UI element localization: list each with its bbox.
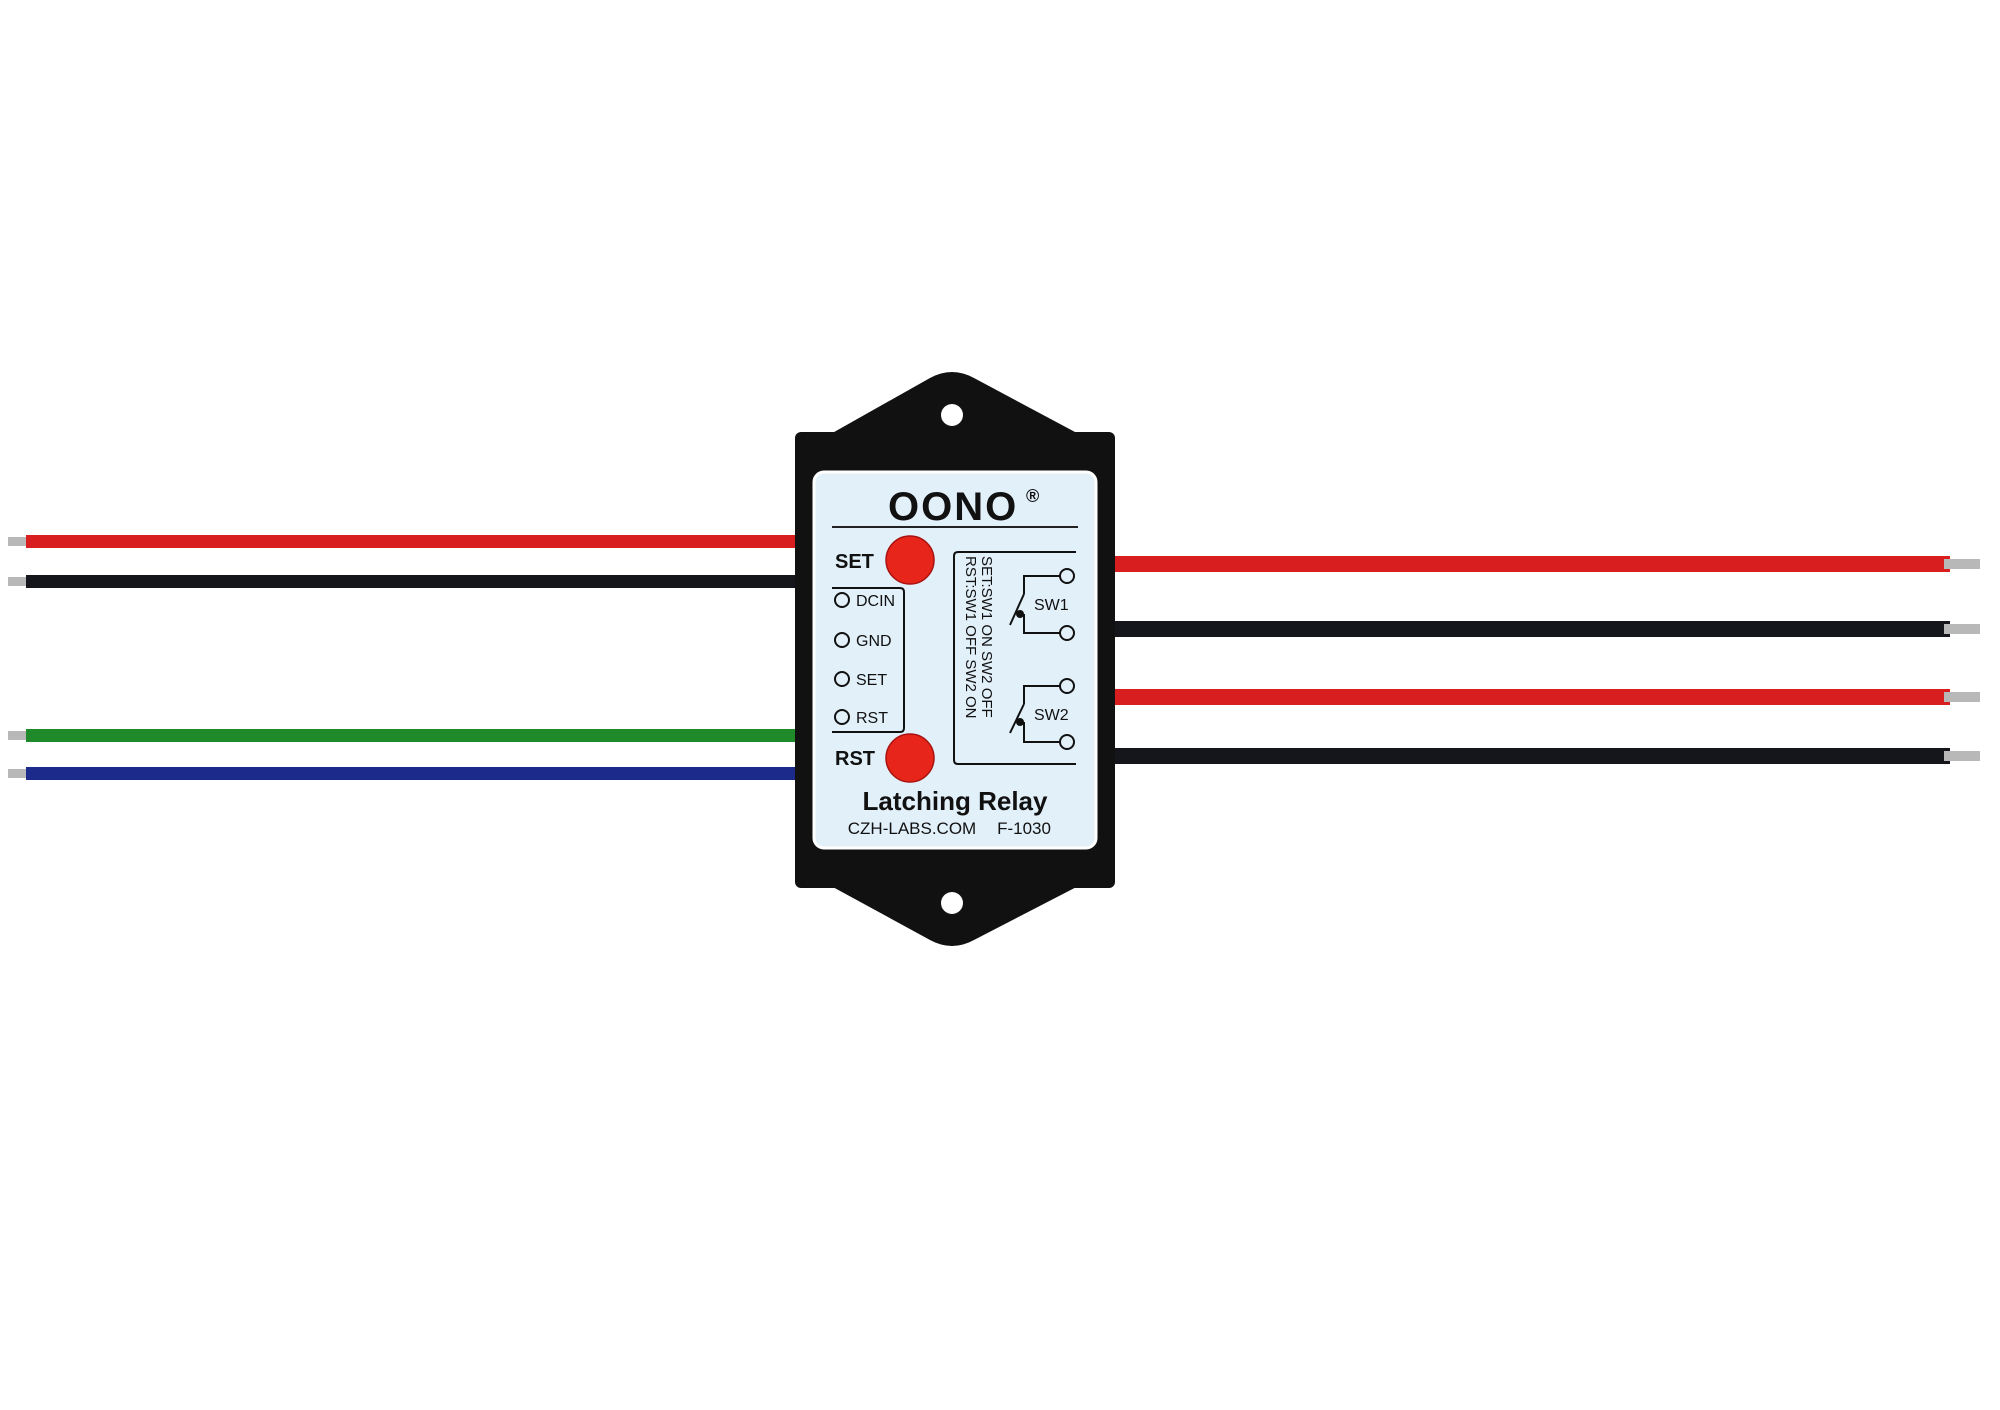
left-wire-blue [8, 767, 796, 780]
terminal-set: SET [834, 671, 887, 689]
rst-button[interactable] [885, 733, 935, 783]
header-divider [832, 526, 1078, 528]
terminal-dcin: DCIN [834, 592, 895, 610]
right-wire-black-bottom [1110, 748, 1980, 764]
rst-button-label: RST [835, 748, 875, 770]
right-wire-black-top [1110, 621, 1980, 637]
switch-legend: RST:SW1 OFF SW2 ON SET:SW1 ON SW2 OFF [962, 556, 995, 719]
left-wire-green [8, 729, 796, 742]
left-wire-red [8, 535, 796, 548]
brand-logo: OONO ® [888, 485, 1039, 529]
legend-set-line: SET:SW1 ON SW2 OFF [978, 556, 995, 718]
product-website: CZH-LABS.COM [848, 819, 976, 838]
sw1-label: SW1 [1034, 597, 1069, 614]
right-wires [1110, 556, 1980, 764]
legend-rst-line: RST:SW1 OFF SW2 ON [962, 556, 979, 719]
terminal-bracket [832, 587, 905, 733]
svg-text:OONO: OONO [888, 485, 1018, 529]
mount-hole-top [941, 404, 963, 426]
sw1-schematic-icon [1009, 568, 1075, 641]
right-wire-red-top [1110, 556, 1980, 572]
terminal-list: DCIN GND SET RST [834, 592, 895, 727]
product-title: Latching Relay [863, 786, 1048, 816]
switch-bracket [953, 551, 1076, 765]
terminal-gnd: GND [834, 632, 892, 650]
terminal-rst: RST [834, 709, 888, 727]
sw2-schematic-icon [1009, 678, 1075, 750]
set-button[interactable] [885, 535, 935, 585]
right-wire-red-bottom [1110, 689, 1980, 705]
svg-text:GND: GND [856, 633, 892, 650]
left-wires [8, 535, 796, 780]
svg-text:®: ® [1026, 486, 1039, 506]
mount-hole-bottom [941, 892, 963, 914]
svg-text:DCIN: DCIN [856, 593, 895, 610]
sw2-label: SW2 [1034, 707, 1069, 724]
set-button-label: SET [835, 551, 874, 573]
svg-text:RST: RST [856, 710, 888, 727]
svg-text:SET: SET [856, 672, 887, 689]
product-model: F-1030 [997, 819, 1051, 838]
relay-label: OONO ® SET RST DCIN GND SET [812, 470, 1098, 850]
left-wire-black [8, 575, 796, 588]
